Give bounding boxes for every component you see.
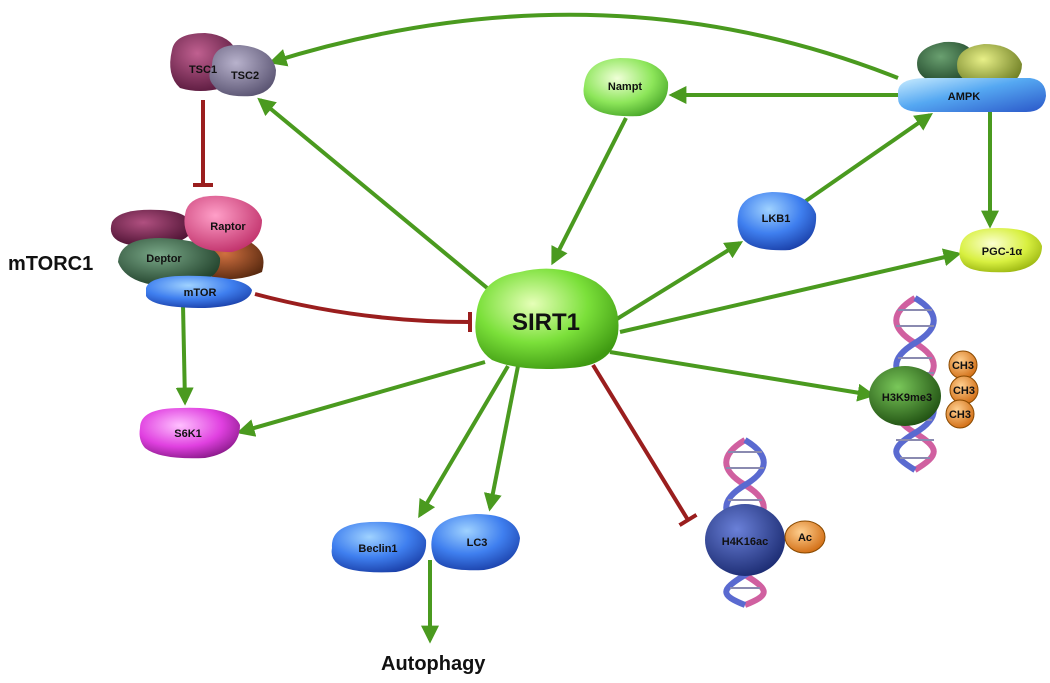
ampk-complex: AMPK: [898, 41, 1046, 112]
edge-mtor-to-s6k1: [175, 304, 194, 406]
tsc1-label: TSC1: [189, 64, 217, 76]
edge-sirt1-to-s6k1: [236, 360, 486, 437]
ampk-label: AMPK: [948, 91, 980, 103]
pgc1a-label: PGC-1α: [982, 246, 1023, 258]
h3k9me3-label: H3K9me3: [882, 392, 932, 404]
h3k9me3-nucleosome: [869, 366, 941, 426]
lkb1-node: LKB1: [737, 192, 817, 251]
edge-sirt1-to-lkb1: [610, 241, 744, 324]
edge-sirt1-to-beclin1: [418, 364, 510, 519]
ampk-olive-subunit: [957, 44, 1022, 88]
deptor-protein: [118, 238, 221, 287]
h4k16ac-complex: H4K16ac Ac: [705, 437, 826, 608]
ac-label: Ac: [798, 532, 812, 544]
edge-ampk-to-tsc2: [268, 12, 899, 80]
lc3-protein: [431, 514, 520, 571]
beclin1-node: Beclin1: [331, 521, 427, 573]
lkb1-label: LKB1: [762, 213, 791, 225]
s6k1-protein: [139, 407, 240, 459]
s6k1-node: S6K1: [139, 407, 240, 459]
edge-sirt1-to-h3k9me3: [609, 350, 876, 402]
lkb1-protein: [737, 192, 817, 251]
ampk-protein: [898, 78, 1046, 112]
pgc1a-node: PGC-1α: [959, 228, 1042, 273]
raptor-label: Raptor: [210, 221, 246, 233]
h3k9me3-complex: H3K9me3 CH3 CH3 CH3: [869, 295, 979, 473]
ch3-label-3: CH3: [949, 409, 971, 421]
autophagy-label: Autophagy: [381, 653, 486, 675]
tsc2-protein: [209, 44, 276, 97]
h4k16ac-label: H4K16ac: [722, 536, 768, 548]
ch3-label-1: CH3: [952, 360, 974, 372]
edge-sirt1-to-pgc1a: [619, 248, 962, 334]
edge-sirt1-inhibits-h4k16ac: [591, 363, 698, 527]
lc3-label: LC3: [467, 537, 488, 549]
acetyl-group: [784, 520, 826, 554]
nampt-node: Nampt: [583, 58, 669, 117]
mtorc1-complex: Raptor Deptor mTOR mTORC1: [8, 195, 264, 308]
lc3-node: LC3: [431, 514, 520, 571]
beclin1-label: Beclin1: [358, 543, 397, 555]
tsc2-label: TSC2: [231, 70, 259, 82]
mtorc1-label: mTORC1: [8, 253, 93, 275]
nampt-label: Nampt: [608, 81, 643, 93]
sirt1-label: SIRT1: [512, 309, 580, 336]
beclin1-protein: [331, 521, 427, 573]
nampt-protein: [583, 58, 669, 117]
tsc-complex: TSC1 TSC2: [170, 33, 276, 97]
edges: [175, 12, 999, 644]
deptor-label: Deptor: [146, 253, 182, 265]
edge-lkb1-to-ampk: [798, 112, 933, 207]
methyl-groups: CH3 CH3 CH3: [945, 350, 979, 429]
mtorc1-maroon-subunit: [110, 209, 193, 247]
mtor-protein: [146, 275, 252, 308]
pgc1a-protein: [959, 228, 1042, 273]
methyl-group-3: [945, 399, 975, 429]
raptor-protein: [184, 195, 262, 252]
h4k16ac-nucleosome: [705, 504, 785, 576]
s6k1-label: S6K1: [174, 428, 202, 440]
ch3-label-2: CH3: [953, 385, 975, 397]
sirt1-node: SIRT1: [475, 268, 619, 369]
edge-nampt-to-sirt1: [551, 117, 628, 266]
edge-sirt1-to-lc3: [483, 365, 520, 512]
edge-mtor-inhibits-sirt1: [254, 292, 473, 333]
edge-sirt1-to-tsc2: [257, 97, 494, 294]
mtor-label: mTOR: [184, 287, 217, 299]
sirt1-protein: [475, 268, 619, 369]
